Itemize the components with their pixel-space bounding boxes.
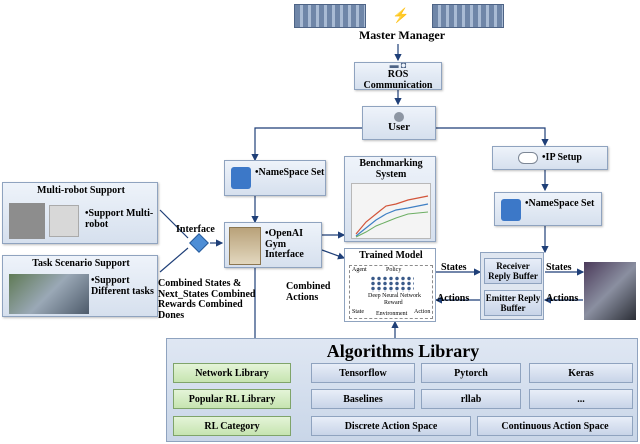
reply-buffers-container: Receiver Reply Buffer Emitter Reply Buff… [480, 252, 544, 320]
multi-robot-support-box: Multi-robot Support •Support Multi-robot [2, 182, 158, 244]
namespace-icon [231, 167, 251, 189]
algorithms-library-title: Algorithms Library [326, 340, 480, 361]
task-scenario-title: Task Scenario Support [32, 258, 130, 269]
ellipsis-cell: ... [529, 389, 633, 409]
actions-mid-label: Actions [437, 293, 470, 304]
task-scenario-support-box: Task Scenario Support •Support Different… [2, 255, 158, 317]
states-right-label: States [546, 262, 572, 273]
network-library-category: Network Library [173, 363, 291, 383]
multi-robot-bullet: •Support Multi-robot [85, 208, 154, 230]
model-dnn-label: Deep Neural Network [368, 293, 421, 299]
server-rack-left-icon [294, 4, 366, 28]
ip-setup-box: •IP Setup [492, 146, 608, 170]
namespace-set-right-box: •NameSpace Set [494, 192, 602, 226]
ros-communication-label: ROS Communication [363, 69, 433, 91]
arrow-user-to-ip [435, 127, 549, 147]
emitter-reply-buffer: Emitter Reply Buffer [484, 290, 542, 316]
cloud-icon [518, 152, 539, 164]
scenario-photo [9, 274, 89, 314]
tensorflow-cell: Tensorflow [311, 363, 415, 383]
benchmark-curves [355, 195, 429, 238]
master-manager-graphic: ⚡ Master Manager [292, 2, 508, 42]
server-rack-right-icon [432, 4, 504, 28]
master-manager-label: Master Manager [358, 27, 446, 42]
openai-gym-interface-box: •OpenAI Gym Interface [224, 222, 322, 268]
robot-photo-1 [9, 203, 45, 239]
namespace-set-left-label: •NameSpace Set [255, 167, 325, 178]
openai-gym-label: •OpenAI Gym Interface [265, 228, 304, 260]
model-action-label: Action [414, 309, 431, 315]
namespace-icon [501, 199, 521, 221]
rllab-cell: rllab [421, 389, 521, 409]
keras-cell: Keras [529, 363, 633, 383]
neural-network-icon [370, 276, 414, 292]
line-task-to-interface [159, 247, 189, 273]
user-box: User [362, 106, 436, 140]
ros-communication-box: ▬ ◘ ROS Communication [354, 60, 442, 91]
benchmarking-system-box: Benchmarking System [344, 156, 436, 242]
model-agent-label: Agent [352, 267, 367, 273]
model-policy-label: Policy [386, 267, 402, 273]
model-state-label: State [352, 309, 364, 315]
discrete-action-space-cell: Discrete Action Space [311, 416, 471, 436]
states-mid-label: States [441, 262, 467, 273]
benchmarking-label: Benchmarking System [359, 158, 423, 180]
rl-category-category: RL Category [173, 416, 291, 436]
pytorch-cell: Pytorch [421, 363, 521, 383]
arrow-gym-to-model [321, 249, 346, 260]
actions-right-label: Actions [546, 293, 579, 304]
multi-robot-title: Multi-robot Support [37, 185, 125, 196]
combined-states-label: Combined States & Next_States Combined R… [158, 278, 256, 321]
task-scenario-bullet: •Support Different tasks [91, 275, 154, 297]
namespace-set-left-box: •NameSpace Set [224, 160, 326, 196]
lightning-icon: ⚡ [392, 9, 410, 24]
trained-model-box: Trained Model Agent Policy Deep Neural N… [344, 248, 436, 322]
gym-scene-image [229, 227, 261, 265]
ip-setup-label: •IP Setup [542, 151, 582, 163]
robot-photo-2 [49, 205, 79, 237]
benchmark-plot-image [351, 183, 431, 239]
trained-model-title: Trained Model [359, 250, 423, 261]
receiver-reply-buffer: Receiver Reply Buffer [484, 258, 542, 284]
interface-label: Interface [176, 224, 215, 235]
model-reward-label: Reward [384, 300, 403, 306]
baselines-cell: Baselines [311, 389, 415, 409]
popular-rl-library-category: Popular RL Library [173, 389, 291, 409]
user-icon [394, 112, 404, 123]
continuous-action-space-cell: Continuous Action Space [477, 416, 633, 436]
namespace-set-right-label: •NameSpace Set [525, 198, 595, 209]
model-diagram: Agent Policy Deep Neural Network Reward … [349, 265, 433, 319]
user-label: User [388, 121, 410, 134]
interface-diamond-icon [189, 233, 209, 253]
combined-actions-label: Combined Actions [286, 281, 331, 303]
model-environment-label: Environment [376, 311, 408, 317]
robot-scene-photo [584, 262, 636, 320]
algorithms-library-panel: Algorithms Library Network Library Tenso… [166, 338, 638, 442]
network-device-icon: ▬ ◘ [389, 60, 407, 70]
